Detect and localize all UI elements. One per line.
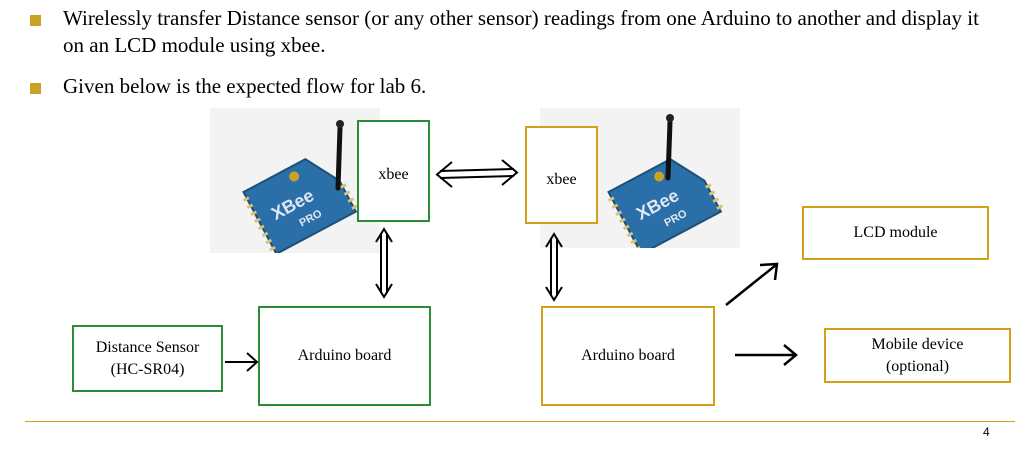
distance-sensor-label: Distance Sensor xyxy=(95,338,200,356)
lcd-module-box: LCD module xyxy=(802,206,989,260)
bullet-marker xyxy=(30,83,41,94)
bullet-text-1: Wirelessly transfer Distance sensor (or … xyxy=(63,6,979,57)
mobile-device-note: (optional) xyxy=(885,357,950,375)
distance-sensor-box: Distance Sensor (HC-SR04) xyxy=(72,325,223,392)
sensor-to-arduino-arrow xyxy=(225,352,259,372)
arduino-to-lcd-arrow xyxy=(725,262,779,306)
arduino-right-label: Arduino board xyxy=(581,347,675,364)
mobile-device-box: Mobile device (optional) xyxy=(824,328,1011,383)
mobile-device-label: Mobile device xyxy=(871,335,964,353)
bullet-marker xyxy=(30,15,41,26)
xbee-right-box: xbee xyxy=(525,126,598,224)
bullet-2: Given below is the expected flow for lab… xyxy=(30,73,983,100)
xbee-left-box: xbee xyxy=(357,120,430,222)
xbee-left-label: xbee xyxy=(378,166,409,183)
arduino-left-label: Arduino board xyxy=(297,347,392,364)
arduino-right-box: Arduino board xyxy=(541,306,715,406)
right-vertical-arrow xyxy=(545,232,563,302)
lcd-module-label: LCD module xyxy=(853,224,938,241)
page-number: 4 xyxy=(983,425,990,439)
footer-divider xyxy=(25,421,1015,422)
bullet-1: Wirelessly transfer Distance sensor (or … xyxy=(30,5,983,59)
arduino-left-box: Arduino board xyxy=(258,306,431,406)
distance-sensor-model: (HC-SR04) xyxy=(110,360,185,378)
xbee-right-label: xbee xyxy=(546,171,577,188)
bullet-text-2: Given below is the expected flow for lab… xyxy=(63,74,427,98)
left-vertical-arrow xyxy=(375,227,393,299)
arduino-to-mobile-arrow xyxy=(735,344,798,366)
xbee-link-arrow xyxy=(435,159,519,188)
xbee-module-image-left: XBee PRO xyxy=(210,108,380,253)
